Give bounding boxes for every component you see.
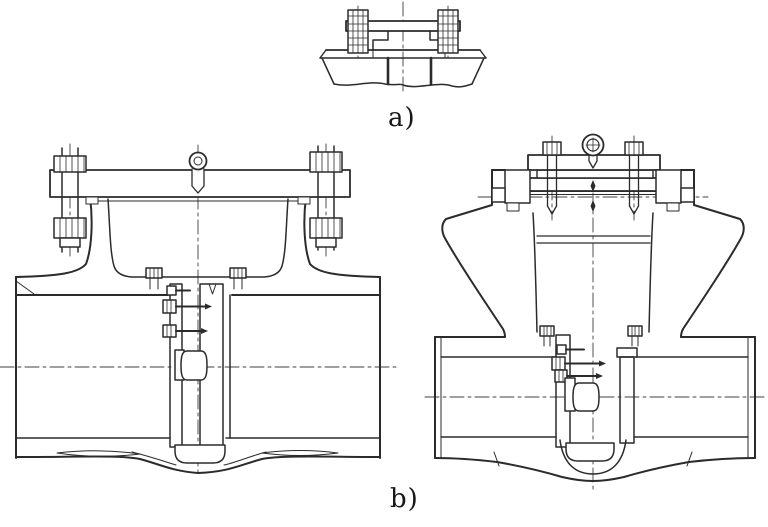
- view-a-partial-section: [319, 1, 487, 94]
- right-valve-pipe: [434, 336, 756, 482]
- left-valve-seat-screws: [145, 267, 247, 290]
- right-valve-body: [441, 169, 745, 338]
- left-valve-disc-assembly: [162, 283, 231, 464]
- view-b-label: b): [390, 484, 419, 514]
- view-a-body: [321, 49, 485, 88]
- right-valve-section: [424, 133, 766, 491]
- left-valve-right-stud-group: [297, 145, 343, 251]
- right-valve-left-stud: [542, 141, 562, 215]
- left-valve-body: [15, 196, 381, 474]
- view-a-left-stud-stack: [347, 9, 369, 54]
- left-valve-section: [0, 143, 397, 474]
- view-a-pedestal: [372, 30, 446, 51]
- right-valve-right-stud: [624, 141, 644, 215]
- right-valve-disc-assembly: [551, 334, 638, 462]
- view-a-cover-bar: [345, 20, 461, 32]
- view-a-right-stud-stack: [437, 9, 459, 54]
- right-valve-seat-screws: [539, 325, 643, 347]
- view-a-label: a): [388, 103, 416, 133]
- right-valve-eyebolt: [581, 133, 605, 212]
- left-valve-eyebolt: [188, 151, 208, 194]
- left-valve-left-stud-group: [53, 147, 99, 253]
- right-valve-clamp-wings: [491, 169, 695, 212]
